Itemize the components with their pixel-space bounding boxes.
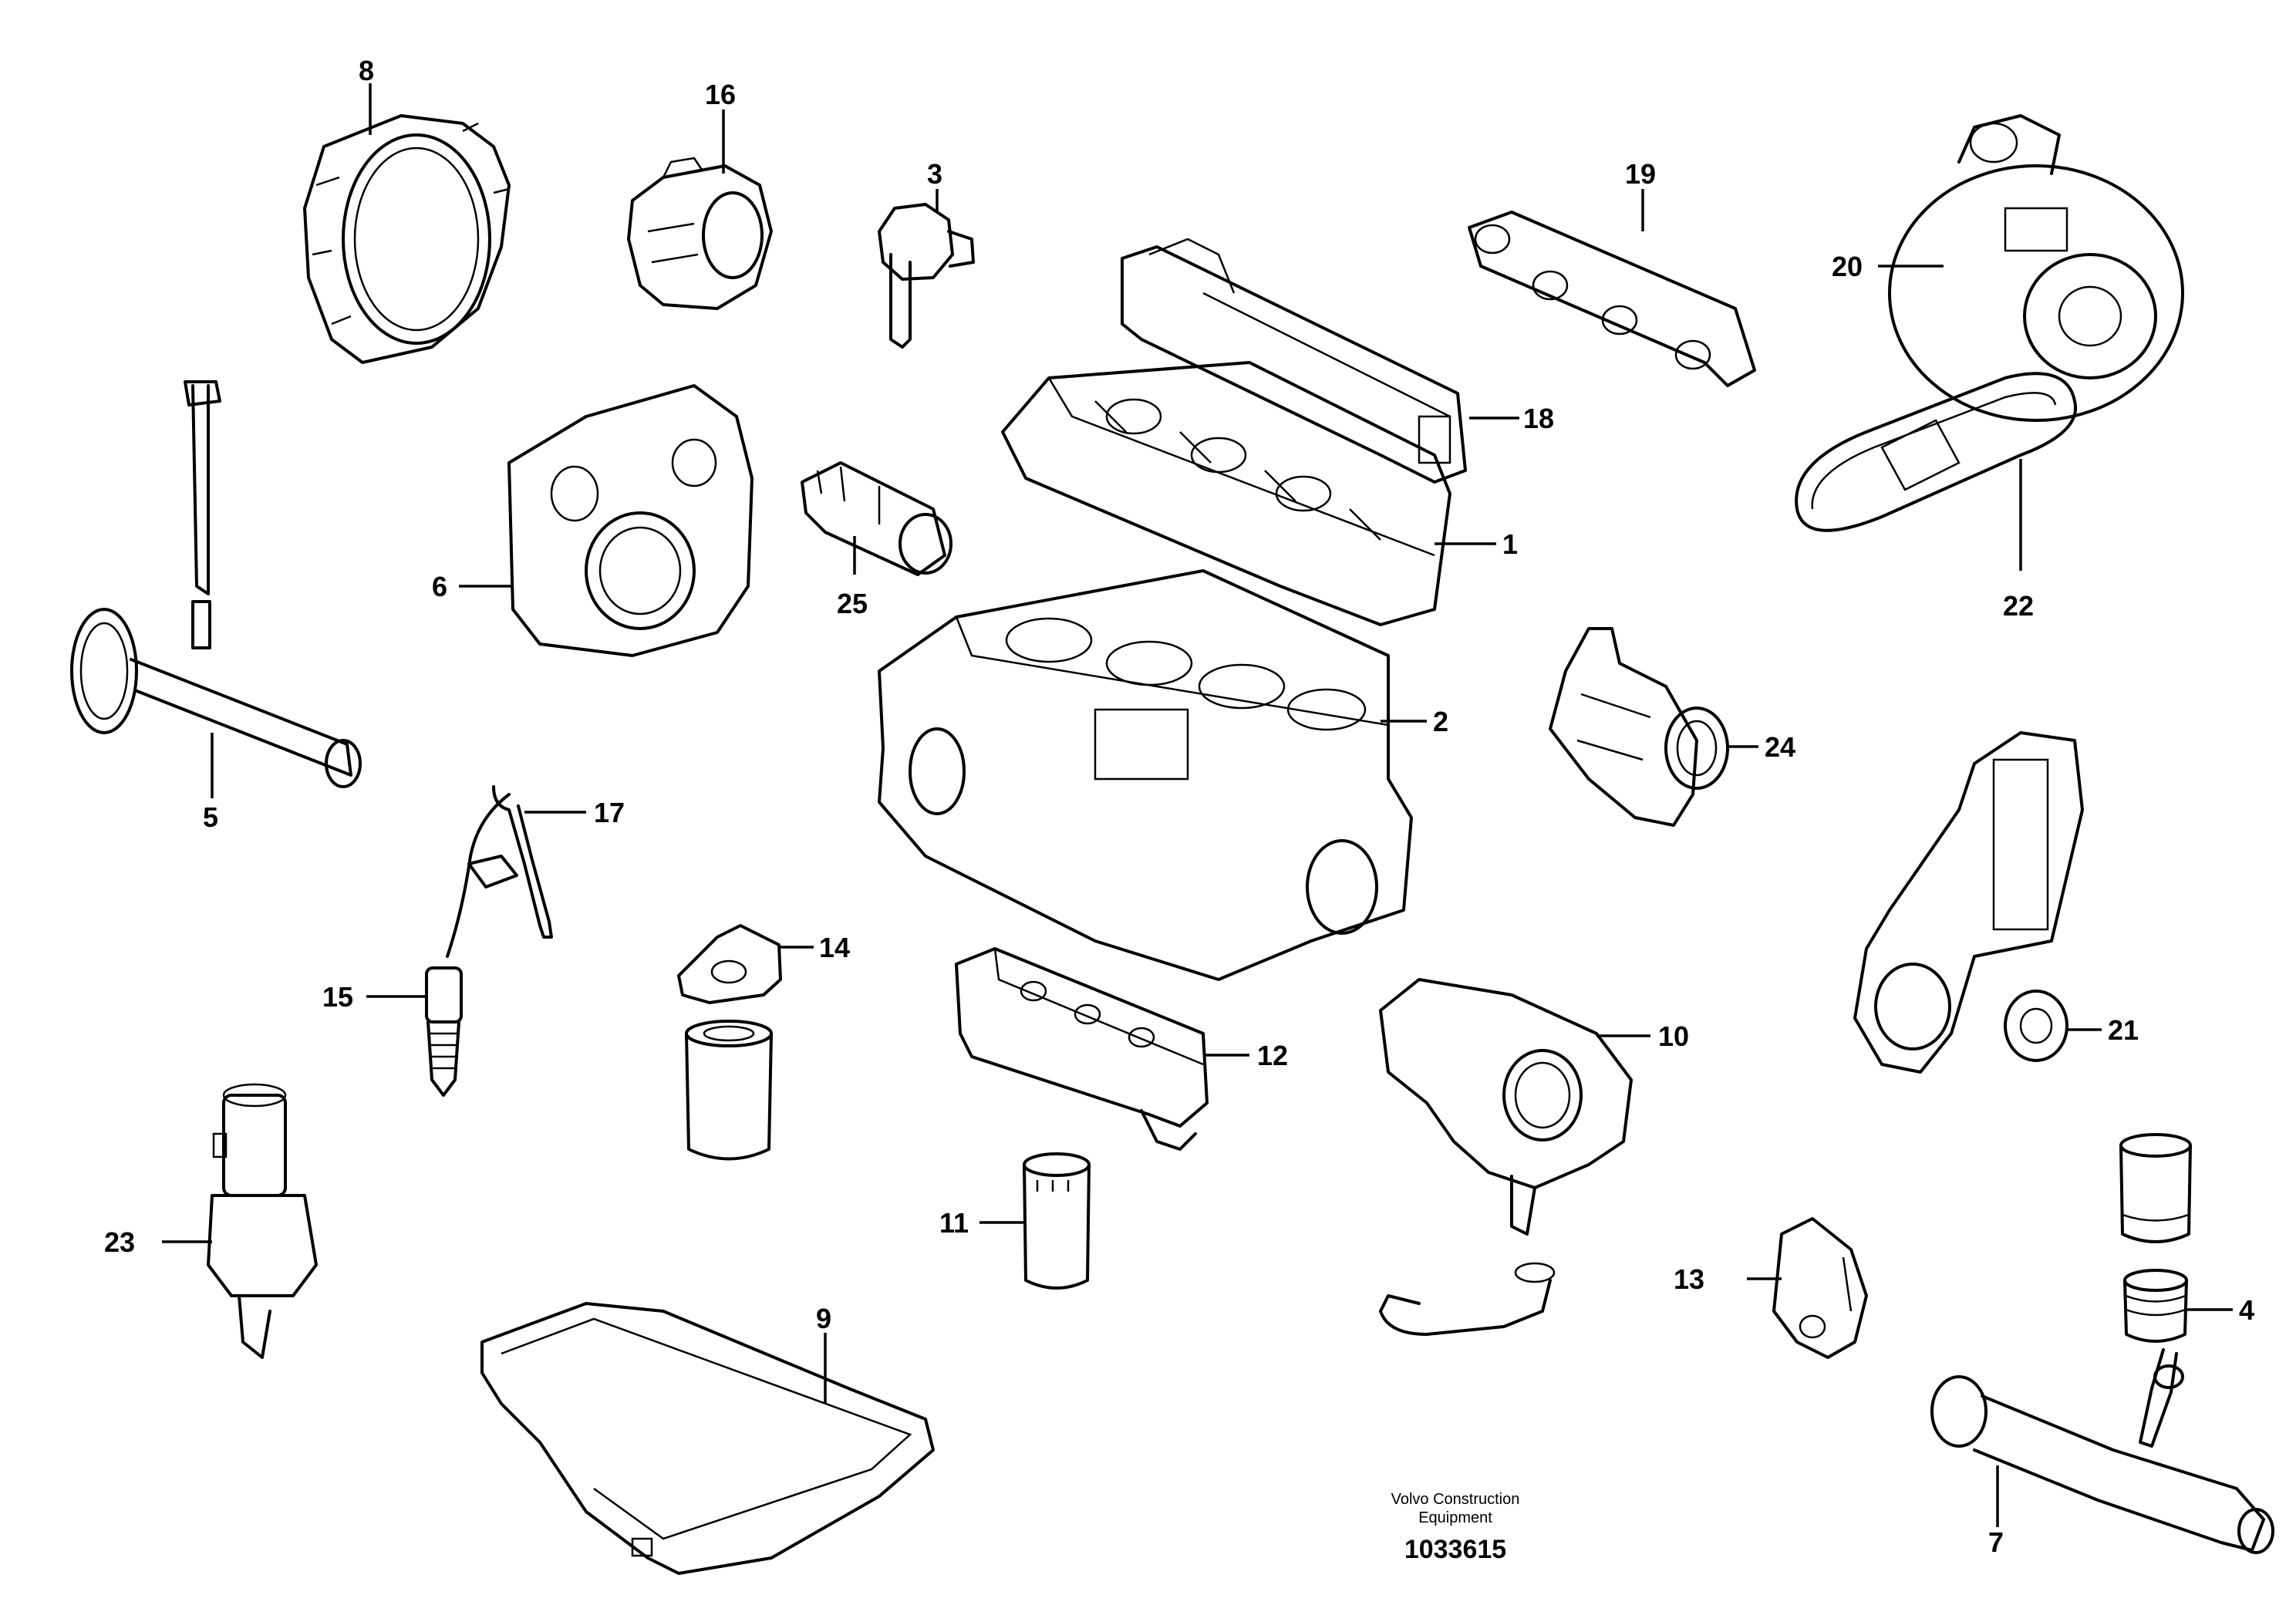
callout-14: 14: [819, 932, 850, 963]
callout-12: 12: [1257, 1040, 1288, 1071]
part-alternator: [1549, 627, 1729, 827]
part-oil-sump: [480, 1302, 935, 1575]
callout-20: 20: [1832, 251, 1863, 282]
callout-16: 16: [705, 79, 736, 110]
callout-10: 10: [1658, 1020, 1689, 1052]
part-oil-pump: [1379, 978, 1633, 1336]
part-drive-belt: [1795, 372, 2078, 532]
part-cylinder-block: [878, 569, 1413, 981]
callout-25: 25: [837, 588, 868, 619]
caption-line-1: Volvo Construction: [1391, 1491, 1520, 1508]
part-flywheel-housing: [303, 114, 511, 364]
callout-6: 6: [432, 571, 447, 602]
callout-3: 3: [927, 158, 942, 190]
part-exhaust-manifold: [1468, 211, 1756, 387]
part-cylinder-head: [1001, 361, 1451, 626]
part-piston-and-liner: [2119, 1133, 2192, 1343]
part-bracket: [1772, 1217, 1868, 1359]
callout-4: 4: [2239, 1294, 2254, 1326]
part-turbocharger: [1888, 114, 2184, 422]
part-oil-filter: [1023, 1152, 1091, 1290]
callout-9: 9: [816, 1303, 831, 1334]
part-crankshaft: [1930, 1348, 2274, 1554]
part-feed-pump: [207, 1083, 318, 1359]
callout-21: 21: [2108, 1014, 2139, 1046]
callout-7: 7: [1988, 1526, 2004, 1558]
part-inlet-manifold: [1121, 238, 1467, 484]
callout-11: 11: [939, 1207, 969, 1239]
callout-8: 8: [359, 55, 374, 86]
callout-22: 22: [2003, 590, 2034, 622]
part-fuel-injection-pump: [627, 157, 773, 310]
document-number: 1033615: [1404, 1535, 1506, 1564]
part-fuel-filter: [677, 924, 782, 1161]
callout-5: 5: [203, 801, 218, 833]
part-sensor: [878, 203, 975, 349]
caption-line-2: Equipment: [1418, 1509, 1492, 1526]
part-camshaft: [70, 380, 362, 788]
callout-2: 2: [1433, 706, 1448, 737]
callout-17: 17: [594, 797, 625, 828]
part-water-pump: [1853, 731, 2084, 1074]
callout-23: 23: [104, 1226, 135, 1258]
part-starter-motor: [801, 461, 952, 576]
callout-19: 19: [1625, 158, 1656, 190]
callout-15: 15: [322, 981, 353, 1013]
callout-1: 1: [1502, 528, 1518, 560]
callout-18: 18: [1523, 403, 1554, 434]
callout-24: 24: [1765, 731, 1795, 763]
part-timing-gear-cover: [507, 384, 754, 657]
part-injector-pipe: [446, 785, 553, 958]
callout-13: 13: [1674, 1263, 1704, 1295]
part-injector: [425, 966, 463, 1097]
part-oil-cooler: [955, 947, 1209, 1151]
